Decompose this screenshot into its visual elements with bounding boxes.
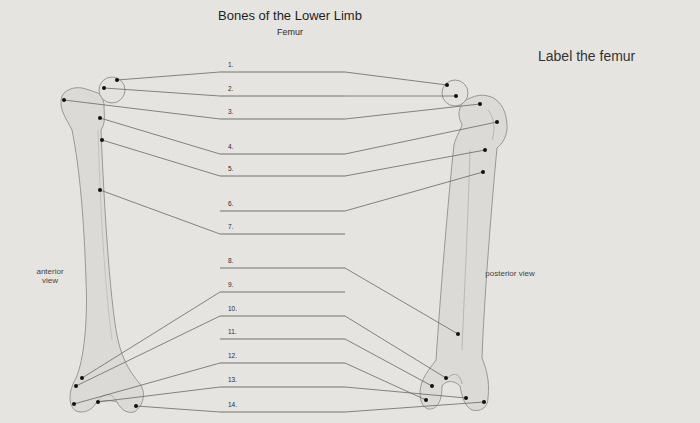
pointer-dot (444, 376, 448, 380)
leader-line (104, 88, 220, 96)
leader-line (345, 72, 447, 85)
leader-line (345, 122, 497, 154)
answer-line (220, 211, 345, 212)
answer-line (220, 387, 345, 388)
answer-line (220, 339, 345, 340)
leader-line (345, 402, 484, 412)
view-label: posterior view (485, 270, 535, 279)
pointer-dot (62, 98, 66, 102)
answer-line (220, 316, 345, 317)
answer-line (220, 154, 345, 155)
callout-number: 6. (228, 200, 248, 207)
answer-line (220, 96, 345, 97)
callout-number: 14. (228, 401, 248, 408)
callout-number: 8. (228, 257, 248, 264)
pointer-dot (74, 384, 78, 388)
callout-number: 1. (228, 61, 248, 68)
leader-line (345, 172, 483, 211)
answer-line (220, 268, 345, 269)
instruction: Label the femur (538, 49, 688, 64)
leader-line (102, 140, 220, 176)
linea-aspera (462, 150, 470, 350)
pointer-dot (115, 78, 119, 82)
bone-outline (420, 95, 507, 410)
leader-line (98, 387, 220, 402)
leader-line (82, 292, 220, 378)
pointer-dot (72, 402, 76, 406)
pointer-dot (456, 332, 460, 336)
callout-number: 5. (228, 165, 248, 172)
pointer-dot (134, 404, 138, 408)
leader-line (64, 100, 220, 119)
bone-shading (488, 110, 494, 140)
posterior-femur (420, 80, 507, 411)
leader-line (345, 387, 466, 398)
callout-number: 3. (228, 108, 248, 115)
leader-line (76, 316, 220, 386)
leader-line (345, 150, 485, 176)
view-label: anterior view (28, 268, 72, 286)
pointer-dot (96, 400, 100, 404)
pointer-dot (483, 148, 487, 152)
callout-number: 12. (228, 352, 248, 359)
leader-line (345, 363, 426, 400)
subtitle: Femur (250, 28, 330, 38)
bone-shading (98, 130, 112, 340)
pointer-dot (80, 376, 84, 380)
femoral-head (442, 80, 468, 106)
callout-number: 10. (228, 305, 248, 312)
leader-line (74, 363, 220, 404)
leader-line (345, 268, 458, 334)
pointer-dot (98, 188, 102, 192)
answer-line (220, 412, 345, 413)
pointer-dot (482, 400, 486, 404)
title: Bones of the Lower Limb (190, 9, 390, 23)
pointer-dot (495, 120, 499, 124)
pointer-dot (424, 398, 428, 402)
leader-line (100, 118, 220, 154)
callout-number: 2. (228, 85, 248, 92)
callout-number: 7. (228, 223, 248, 230)
leader-line (100, 190, 220, 234)
pointer-dot (98, 116, 102, 120)
callout-number: 4. (228, 143, 248, 150)
pointer-dot (102, 86, 106, 90)
pointer-dot (430, 384, 434, 388)
answer-line (220, 292, 345, 293)
leader-line (117, 72, 220, 80)
leader-line (345, 339, 432, 386)
callout-number: 13. (228, 376, 248, 383)
pointer-dot (481, 170, 485, 174)
pointer-dot (445, 83, 449, 87)
pointer-dot (478, 102, 482, 106)
pointer-dot (454, 94, 458, 98)
leader-line (136, 406, 220, 412)
pointer-dot (100, 138, 104, 142)
answer-line (220, 119, 345, 120)
pointer-dot (464, 396, 468, 400)
answer-line (220, 176, 345, 177)
callout-number: 11. (228, 328, 248, 335)
leader-line (345, 96, 456, 97)
bone-outline (61, 88, 143, 413)
intercondylar-fossa (446, 374, 462, 384)
leader-lines (62, 72, 499, 412)
callout-number: 9. (228, 281, 248, 288)
leader-line (345, 104, 480, 119)
femoral-head (99, 77, 125, 103)
answer-line (220, 234, 345, 235)
bone-shading (96, 395, 117, 403)
answer-line (220, 363, 345, 364)
answer-line (220, 72, 345, 73)
